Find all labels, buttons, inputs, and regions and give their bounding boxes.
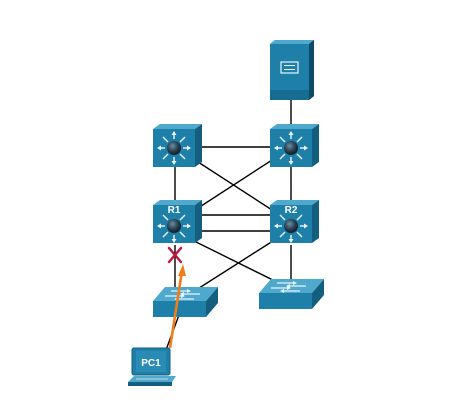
- top-left-switch[interactable]: [153, 124, 202, 167]
- r2-label: R2: [285, 205, 298, 216]
- router-r2[interactable]: R2: [270, 200, 319, 243]
- multilayer-switch-icon: [157, 131, 191, 165]
- multilayer-switch-icon: [274, 131, 308, 165]
- access-switch-left[interactable]: [153, 287, 218, 317]
- server[interactable]: [270, 40, 314, 100]
- pc1[interactable]: PC1: [128, 347, 176, 386]
- server-icon: [280, 61, 299, 74]
- multilayer-switch-icon: [274, 214, 308, 243]
- r1-label: R1: [168, 205, 181, 216]
- link-r2-leftswitch: [195, 238, 277, 291]
- orange-arrow-icon: [168, 264, 186, 349]
- switch-icon: [271, 281, 306, 293]
- red-x-icon: [167, 246, 183, 264]
- router-r1[interactable]: R1: [153, 200, 202, 243]
- switch-icon: [165, 289, 200, 301]
- pc1-label: PC1: [141, 358, 161, 369]
- top-right-switch[interactable]: [270, 124, 319, 167]
- pc-icon: [128, 347, 176, 386]
- multilayer-switch-icon: [157, 214, 191, 243]
- link-r1-rightswitch: [189, 238, 286, 287]
- access-switch-right[interactable]: [259, 279, 324, 309]
- link-topright-r1: [194, 159, 273, 211]
